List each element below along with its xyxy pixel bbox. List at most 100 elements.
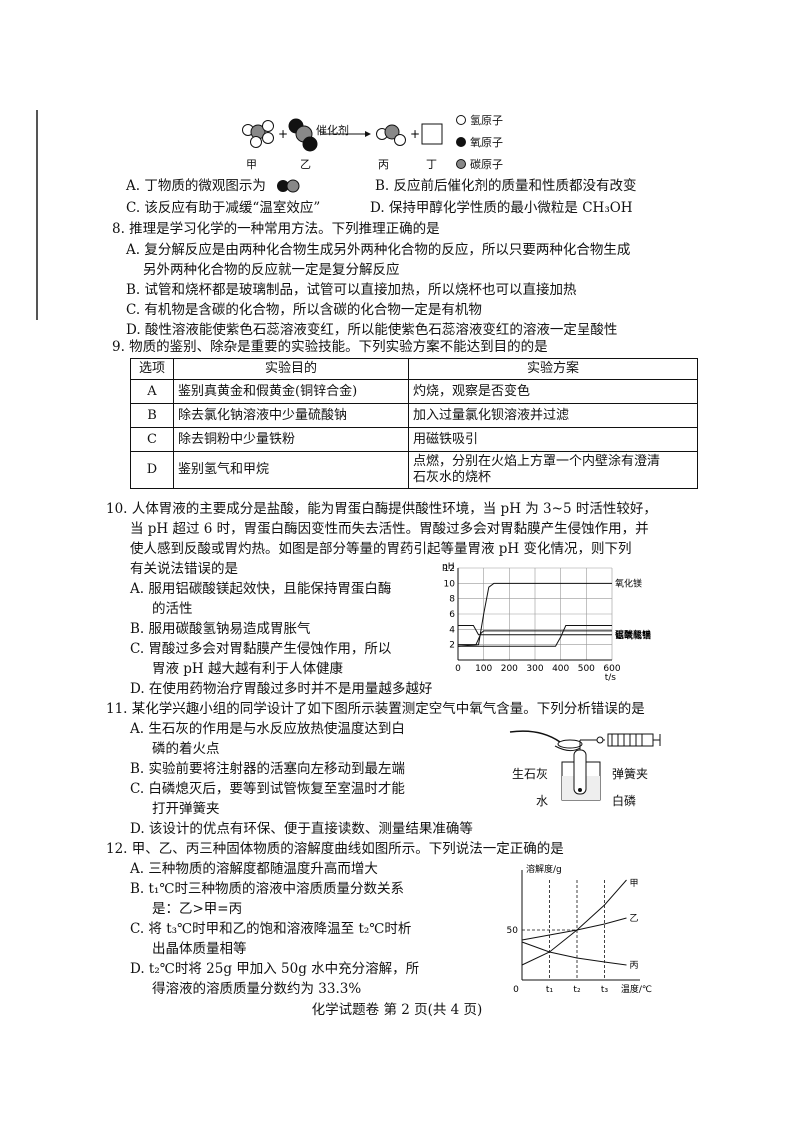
table-header-cell: 实验目的 <box>173 358 409 380</box>
legend-oxygen: 氧原子 <box>456 134 503 150</box>
q8-option-a-line2: 另外两种化合物的反应就一定是复分解反应 <box>143 262 400 278</box>
q12-stem: 12. 甲、乙、丙三种固体物质的溶解度曲线如图所示。下列说法一定正确的是 <box>106 841 564 857</box>
phosphorus-label: 白磷 <box>612 794 637 808</box>
solubility-chart: 溶解度/g 温度/℃ 50 0 t₁ t₂ t₃ 甲乙丙 <box>507 863 652 995</box>
q8-option-b: B. 试管和烧杯都是玻璃制品，试管可以直接加热，所以烧杯也可以直接加热 <box>126 282 577 298</box>
quicklime-label: 生石灰 <box>512 767 549 781</box>
x-axis-label: 温度/℃ <box>621 983 652 995</box>
q8-option-d: D. 酸性溶液能使紫色石蕊溶液变红，所以能使紫色石蕊溶液变红的溶液一定呈酸性 <box>126 322 618 338</box>
mol-label-yi: 乙 <box>300 158 311 171</box>
table-cell-aim: 除去铜粉中少量铁粉 <box>173 427 409 452</box>
q11-option-a-line2: 磷的着火点 <box>152 741 220 757</box>
table-row: C 除去铜粉中少量铁粉 用磁铁吸引 <box>130 427 698 452</box>
q7-option-d: D. 保持甲醇化学性质的最小微粒是 CH₃OH <box>370 200 633 216</box>
q10-option-c-line1: C. 胃酸过多会对胃黏膜产生侵蚀作用，所以 <box>130 641 392 657</box>
x-axis-label: t/s <box>605 673 617 683</box>
table-row: B 除去氯化钠溶液中少量硫酸钠 加入过量氯化钡溶液并过滤 <box>130 403 698 428</box>
series-label: 铝碳酸镁 <box>615 629 651 641</box>
series-label: 乙 <box>630 913 639 924</box>
q10-stem-line2: 当 pH 超过 6 时，胃蛋白酶因变性而失去活性。胃酸过多会对胃黏膜产生侵蚀作用… <box>130 521 649 537</box>
x-tick-label: 600 <box>603 664 620 674</box>
x-tick-label: 0 <box>513 985 519 995</box>
q7-option-a-molecule-icon <box>277 179 300 193</box>
table-header-cell: 选项 <box>130 358 174 380</box>
x-tick-label: t₁ <box>546 985 554 995</box>
table-cell-plan: 灼烧，观察是否变色 <box>408 379 698 404</box>
plan-line-1: 点燃，分别在火焰上方罩一个内壁涂有澄清 <box>413 454 661 469</box>
table-cell-aim: 除去氯化钠溶液中少量硫酸钠 <box>173 403 409 428</box>
q10-stem-line4: 有关说法错误的是 <box>130 561 238 577</box>
catalyst-label: 催化剂 <box>316 124 349 137</box>
q10-option-a-line2: 的活性 <box>152 601 193 617</box>
series-line <box>458 625 612 636</box>
q12-option-a: A. 三种物质的溶解度都随温度升高而增大 <box>130 861 378 877</box>
q9-table: 选项 实验目的 实验方案 A 鉴别真黄金和假黄金(铜锌合金) 灼烧，观察是否变色… <box>130 358 698 489</box>
series-label: 氧化镁 <box>615 577 642 589</box>
plan-line-2: 石灰水的烧杯 <box>413 470 492 485</box>
q8-option-c: C. 有机物是含碳的化合物，所以含碳的化合物一定是有机物 <box>126 302 482 318</box>
product-molecule-icon <box>376 124 406 146</box>
x-tick-label: 500 <box>578 664 595 674</box>
q10-stem-line3: 使人感到反酸或胃灼热。如图是部分等量的胃药引起等量胃液 pH 变化情况，则下列 <box>130 541 632 557</box>
y-tick-label: 10 <box>444 579 456 589</box>
methanol-molecule-icon <box>242 120 274 148</box>
y-tick-label: 4 <box>449 625 455 635</box>
q8-option-a-line1: A. 复分解反应是由两种化合物生成另外两种化合物的反应，所以只要两种化合物生成 <box>126 242 631 258</box>
mol-label-jia: 甲 <box>246 158 257 171</box>
q7-option-b: B. 反应前后催化剂的质量和性质都没有改变 <box>375 178 637 194</box>
q11-stem: 11. 某化学兴趣小组的同学设计了如下图所示装置测定空气中氧气含量。下列分析错误… <box>106 701 645 717</box>
q11-option-c-line1: C. 白磷熄灭后，要等到试管恢复至室温时才能 <box>130 781 405 797</box>
y-axis-label: pH <box>442 562 454 572</box>
q9-stem: 9. 物质的鉴别、除杂是重要的实验技能。下列实验方案不能达到目的的是 <box>112 339 548 355</box>
q11-option-c-line2: 打开弹簧夹 <box>152 801 220 817</box>
apparatus-diagram <box>509 730 661 801</box>
table-cell-aim: 鉴别真黄金和假黄金(铜锌合金) <box>173 379 409 404</box>
x-tick-label: 200 <box>501 664 518 674</box>
clamp-label: 弹簧夹 <box>612 767 649 781</box>
table-cell-aim: 鉴别氢气和甲烷 <box>173 451 409 489</box>
table-cell-option: A <box>130 379 174 404</box>
table-row: A 鉴别真黄金和假黄金(铜锌合金) 灼烧，观察是否变色 <box>130 379 698 404</box>
x-tick-label: 100 <box>475 664 492 674</box>
table-header-row: 选项 实验目的 实验方案 <box>130 358 698 380</box>
y-axis-label: 溶解度/g <box>526 863 562 875</box>
unknown-box-icon <box>421 123 443 145</box>
series-line <box>521 917 627 941</box>
water-label: 水 <box>536 794 549 808</box>
table-cell-plan: 用磁铁吸引 <box>408 427 698 452</box>
x-tick-label: t₂ <box>573 985 581 995</box>
series-label: 丙 <box>630 960 639 971</box>
y-tick-label: 8 <box>449 595 455 605</box>
svg-text:+: + <box>410 127 420 141</box>
table-header-cell: 实验方案 <box>408 358 698 380</box>
q10-option-d: D. 在使用药物治疗胃酸过多时并不是用量越多越好 <box>130 681 433 697</box>
binding-margin-line <box>36 110 38 320</box>
co2-molecule-icon <box>288 118 318 152</box>
q11-option-b: B. 实验前要将注射器的活塞向左移动到最左端 <box>130 761 406 777</box>
y-tick-label: 50 <box>507 926 519 936</box>
series-label: 甲 <box>630 878 639 889</box>
carbon-atom-icon <box>456 159 466 169</box>
y-tick-label: 2 <box>449 641 455 651</box>
q8-stem: 8. 推理是学习化学的一种常用方法。下列推理正确的是 <box>112 221 440 237</box>
q12-option-c-line1: C. 将 t₃℃时甲和乙的饱和溶液降温至 t₂℃时析 <box>130 921 412 937</box>
q7-option-c: C. 该反应有助于减缓“温室效应” <box>126 200 321 216</box>
q12-option-d-line2: 得溶液的溶质质量分数约为 33.3% <box>152 981 362 997</box>
table-cell-option: C <box>130 427 174 452</box>
x-tick-label: t₃ <box>601 985 609 995</box>
q10-stem-line1: 10. 人体胃液的主要成分是盐酸，能为胃蛋白酶提供酸性环境，当 pH 为 3~5… <box>106 501 657 517</box>
q10-option-a-line1: A. 服用铝碳酸镁起效快，且能保持胃蛋白酶 <box>130 581 392 597</box>
q12-option-b-line2: 是：乙>甲=丙 <box>152 901 243 917</box>
table-cell-plan: 加入过量氯化钡溶液并过滤 <box>408 403 698 428</box>
table-row: D 鉴别氢气和甲烷 点燃，分别在火焰上方罩一个内壁涂有澄清 石灰水的烧杯 <box>130 451 698 489</box>
svg-text:+: + <box>278 127 288 141</box>
mol-label-ding: 丁 <box>426 158 437 171</box>
table-cell-plan: 点燃，分别在火焰上方罩一个内壁涂有澄清 石灰水的烧杯 <box>408 451 698 489</box>
q10-option-b: B. 服用碳酸氢钠易造成胃胀气 <box>130 621 311 637</box>
x-tick-label: 0 <box>455 664 461 674</box>
reaction-diagram: + + <box>242 118 443 152</box>
mol-label-bing: 丙 <box>378 158 389 171</box>
series-label: 氢氧化铝 <box>615 630 651 642</box>
oxygen-atom-icon <box>456 137 466 147</box>
